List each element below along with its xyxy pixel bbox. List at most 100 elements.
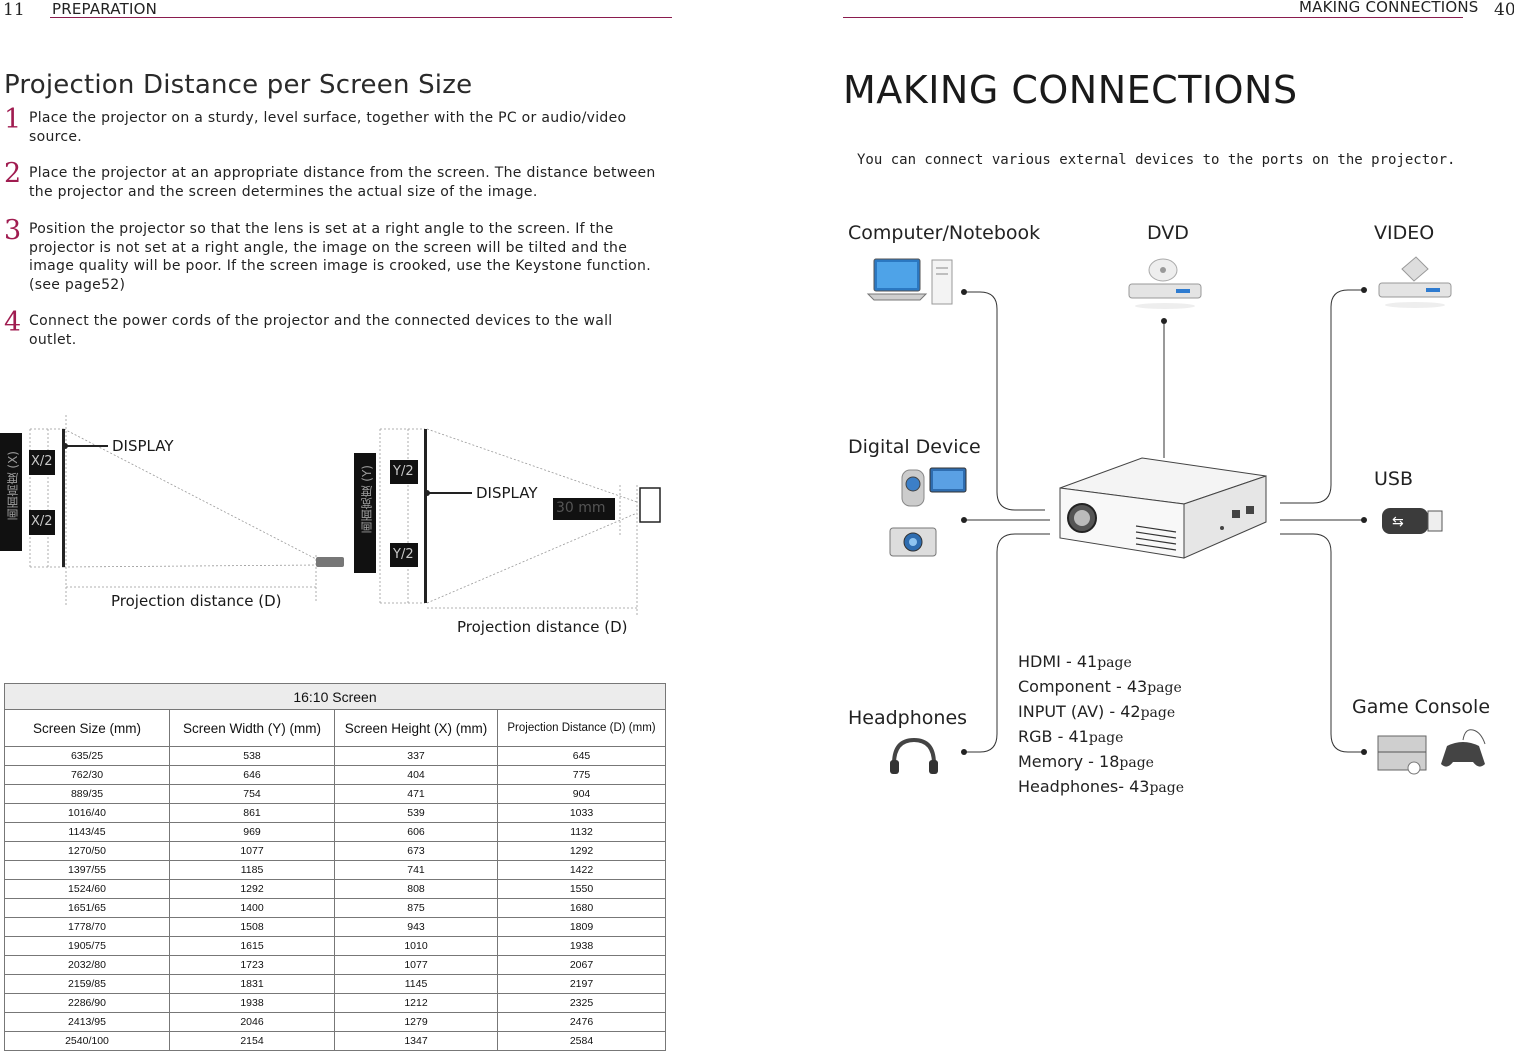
table-cell: 1422 — [497, 860, 666, 880]
projection-diagram — [29, 415, 661, 615]
port-dot-usb — [1361, 517, 1367, 523]
table-cell: 2032/80 — [4, 955, 170, 975]
table-cell: 2159/85 — [4, 974, 170, 994]
device-label-dvd: DVD — [1147, 222, 1189, 244]
y-half-bottom-block: Y/2 — [390, 543, 418, 567]
table-cell: 538 — [169, 746, 335, 766]
table-cell: 1143/45 — [4, 822, 170, 842]
table-cell: 943 — [334, 917, 498, 937]
table-cell: 1145 — [334, 974, 498, 994]
distance-label-top: Projection distance (D) — [457, 618, 628, 636]
digital-device-icon — [889, 467, 967, 557]
table-cell: 1524/60 — [4, 879, 170, 899]
reference-item: HDMI - 41page — [1018, 652, 1132, 671]
section-header-right: MAKING CONNECTIONS — [1299, 0, 1479, 16]
x-half-bottom-label: X/2 — [31, 514, 53, 529]
usb-drive-icon: ⇆ — [1382, 508, 1443, 534]
table-header-width: Screen Width (Y) (mm) — [169, 709, 335, 747]
table-cell: 2584 — [497, 1031, 666, 1051]
step-text-4: Connect the power cords of the projector… — [29, 313, 613, 348]
screen-side-view — [62, 429, 65, 567]
table-cell: 1723 — [169, 955, 335, 975]
table-cell: 337 — [334, 746, 498, 766]
table-cell: 808 — [334, 879, 498, 899]
header-rule-right — [843, 17, 1463, 18]
offset-label: 30 mm — [556, 500, 606, 516]
x-half-bottom-block: X/2 — [29, 510, 55, 535]
height-vertical-label: 画面高度 (X) — [6, 451, 20, 521]
port-dot-game — [1361, 749, 1367, 755]
laptop-pc-icon — [866, 258, 953, 305]
reference-item: INPUT (AV) - 42page — [1018, 702, 1176, 721]
table-cell: 2067 — [497, 955, 666, 975]
table-cell: 1400 — [169, 898, 335, 918]
reference-item: RGB - 41page — [1018, 727, 1124, 746]
port-dot-video — [1361, 287, 1367, 293]
table-cell: 2413/95 — [4, 1012, 170, 1032]
port-dot-digital — [961, 517, 967, 523]
y-half-bottom-label: Y/2 — [393, 547, 414, 562]
table-cell: 645 — [497, 746, 666, 766]
device-label-usb: USB — [1374, 468, 1414, 490]
dvd-player-icon — [1128, 258, 1202, 309]
section-header-left: PREPARATION — [52, 0, 158, 18]
device-label-headphones: Headphones — [848, 707, 968, 729]
table-cell: 1809 — [497, 917, 666, 937]
device-label-game: Game Console — [1352, 696, 1491, 718]
display-label-side: DISPLAY — [112, 437, 174, 455]
reference-item: Component - 43page — [1018, 677, 1182, 696]
table-cell: 1651/65 — [4, 898, 170, 918]
table-cell: 1938 — [497, 936, 666, 956]
table-caption: 16:10 Screen — [4, 683, 666, 710]
table-cell: 539 — [334, 803, 498, 823]
step-number-2: 2 — [4, 158, 22, 189]
table-cell: 1212 — [334, 993, 498, 1013]
table-cell: 2197 — [497, 974, 666, 994]
table-cell: 635/25 — [4, 746, 170, 766]
table-cell: 875 — [334, 898, 498, 918]
display-label-top: DISPLAY — [476, 484, 538, 502]
table-cell: 889/35 — [4, 784, 170, 804]
port-reference-list: HDMI - 41page Component - 43page INPUT (… — [1018, 650, 1184, 800]
x-half-top-label: X/2 — [31, 454, 53, 469]
device-label-computer: Computer/Notebook — [848, 222, 1041, 244]
page-number-left: 11 — [3, 0, 25, 20]
table-cell: 775 — [497, 765, 666, 785]
width-label-block: 画面宽度 (Y) — [354, 453, 376, 573]
svg-text:⇆: ⇆ — [1392, 514, 1404, 530]
table-cell: 1347 — [334, 1031, 498, 1051]
table-cell: 1397/55 — [4, 860, 170, 880]
device-label-video: VIDEO — [1374, 222, 1435, 244]
table-cell: 1077 — [169, 841, 335, 861]
table-cell: 2154 — [169, 1031, 335, 1051]
step-text-2: Place the projector at an appropriate di… — [29, 165, 656, 200]
step-text-1: Place the projector on a sturdy, level s… — [29, 110, 627, 145]
table-cell: 646 — [169, 765, 335, 785]
table-cell: 606 — [334, 822, 498, 842]
table-cell: 741 — [334, 860, 498, 880]
table-header-distance: Projection Distance (D) (mm) — [497, 709, 666, 747]
table-cell: 1010 — [334, 936, 498, 956]
device-label-digital: Digital Device — [848, 436, 981, 458]
table-header-height: Screen Height (X) (mm) — [334, 709, 498, 747]
table-cell: 861 — [169, 803, 335, 823]
step-number-1: 1 — [4, 104, 22, 135]
table-header-screen-size: Screen Size (mm) — [4, 709, 170, 747]
projector-side-icon — [316, 557, 344, 567]
reference-item: Memory - 18page — [1018, 752, 1154, 771]
table-cell: 1185 — [169, 860, 335, 880]
port-dot-computer — [961, 289, 967, 295]
step-number-4: 4 — [4, 307, 22, 338]
table-cell: 754 — [169, 784, 335, 804]
page-number-right: 40 — [1494, 0, 1514, 20]
